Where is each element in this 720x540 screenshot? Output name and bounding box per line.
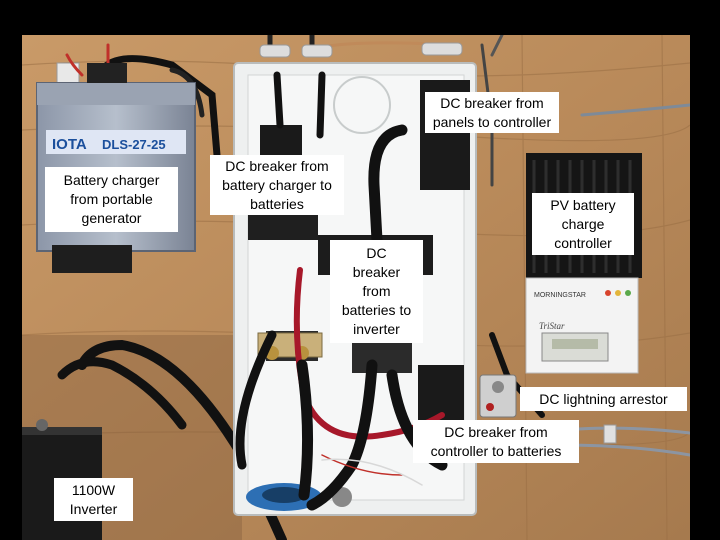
label-dc-breaker-panels-to-controller: DC breaker from panels to controller xyxy=(425,92,559,133)
morningstar-text: MORNINGSTAR xyxy=(534,292,586,299)
label-dc-breaker-charger-to-batteries: DC breaker from battery charger to batte… xyxy=(210,155,344,215)
label-text: DC lightning arrestor xyxy=(539,390,668,407)
label-text: 1100W Inverter xyxy=(69,481,118,517)
enclosure-cables xyxy=(235,71,448,511)
label-dc-breaker-controller-to-batteries: DC breaker from controller to batteries xyxy=(413,420,579,463)
iota-brand-text: IOTA xyxy=(52,136,87,153)
lightning-arrestor xyxy=(479,374,517,418)
iota-model-text: DLS-27-25 xyxy=(102,137,166,152)
label-text: DC breaker from batteries to inverter xyxy=(341,245,412,337)
label-inverter: 1100W Inverter xyxy=(54,478,133,521)
label-text: Battery charger from portable generator xyxy=(63,172,160,226)
tristar-text: TriStar xyxy=(539,321,565,331)
label-text: DC breaker from controller to batteries xyxy=(430,423,562,459)
label-dc-lightning-arrestor: DC lightning arrestor xyxy=(520,387,687,411)
label-dc-breaker-batteries-to-inverter: DC breaker from batteries to inverter xyxy=(330,240,423,343)
wall-plate xyxy=(603,424,617,444)
pv-charge-controller: MORNINGSTAR TriStar xyxy=(525,153,642,374)
label-pv-charge-controller: PV battery charge controller xyxy=(532,193,634,255)
label-battery-charger: Battery charger from portable generator xyxy=(45,167,178,232)
label-text: DC breaker from panels to controller xyxy=(432,94,552,130)
label-text: DC breaker from battery charger to batte… xyxy=(222,157,332,212)
label-text: PV battery charge controller xyxy=(550,196,616,251)
